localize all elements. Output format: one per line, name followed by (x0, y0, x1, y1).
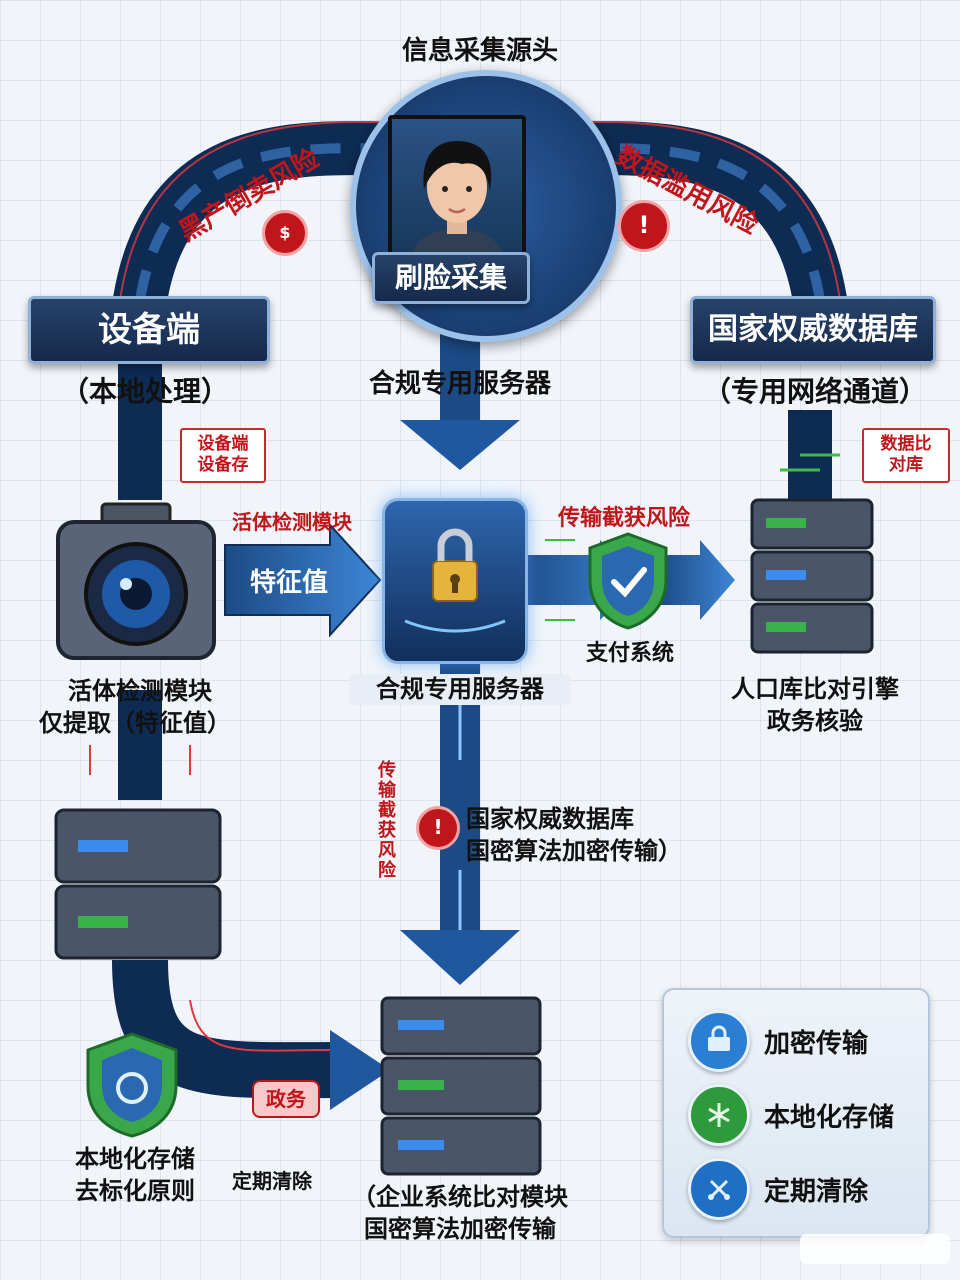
enterprise-line1: （企业系统比对模块 (330, 1182, 590, 1213)
local-storage-shield-icon (82, 1030, 182, 1140)
transmission-risk: 传输截获风险 (558, 500, 690, 532)
liveness-label: 活体检测模块 (232, 506, 352, 535)
population-db-server-icon (742, 490, 882, 660)
legend-item-encryption: 加密传输 (688, 1010, 868, 1072)
legend-label-clear: 定期清除 (764, 1171, 868, 1208)
center-server-label: 合规专用服务器 (350, 674, 570, 705)
vertical-risk: 传输截获风险 (372, 760, 398, 880)
camera-icon (52, 496, 220, 664)
population-engine-line2: 政务核验 (700, 706, 930, 737)
local-storage-line1: 本地化存储 (50, 1144, 220, 1175)
legend-label-encryption: 加密传输 (764, 1023, 868, 1060)
enterprise-line2: 国密算法加密传输 (330, 1214, 590, 1245)
middle-caption-line2: 国密算法加密传输） (466, 836, 682, 867)
device-storage-badge: 设备端 设备存 (180, 428, 266, 483)
encryption-icon (688, 1010, 750, 1072)
local-storage-line2: 去标化原则 (50, 1176, 220, 1207)
face-capture-label: 刷脸采集 (372, 252, 530, 304)
device-side-title: 设备端 (28, 296, 270, 364)
middle-warning-icon: ! (416, 806, 460, 850)
device-side-subtitle: （本地处理） (40, 370, 250, 410)
camera-caption-line2: 仅提取（特征值） (20, 708, 250, 739)
warning-icon: ! (618, 200, 670, 252)
population-engine-line1: 人口库比对引擎 (700, 674, 930, 705)
clear-icon (688, 1158, 750, 1220)
storage-icon (688, 1084, 750, 1146)
legend-label-storage: 本地化存储 (764, 1097, 894, 1134)
legend-item-storage: 本地化存储 (688, 1084, 894, 1146)
local-server-icon (48, 790, 228, 970)
camera-caption-line1: 活体检测模块 (40, 676, 240, 707)
secure-server-icon (382, 498, 528, 664)
payment-shield-icon (584, 530, 672, 630)
payment-label: 支付系统 (560, 640, 700, 669)
black-market-icon: $ (262, 210, 308, 256)
national-db-subtitle: （专用网络通道） (690, 370, 940, 410)
feature-arrow-label: 特征值 (250, 562, 328, 599)
avatar (388, 115, 526, 273)
source-title: 信息采集源头 (330, 30, 630, 67)
legend-item-clear: 定期清除 (688, 1158, 868, 1220)
legend-panel: 加密传输 本地化存储 定期清除 (662, 988, 930, 1238)
middle-caption-line1: 国家权威数据库 (466, 804, 634, 835)
periodic-clear-label: 定期清除 (222, 1168, 322, 1194)
db-compare-badge: 数据比 对库 (862, 428, 950, 483)
top-server-label: 合规专用服务器 (340, 368, 580, 402)
national-db-title: 国家权威数据库 (690, 296, 936, 364)
enterprise-server-icon (376, 990, 546, 1180)
gov-tag: 政务 (252, 1080, 320, 1118)
watermark-overlay (800, 1234, 950, 1264)
